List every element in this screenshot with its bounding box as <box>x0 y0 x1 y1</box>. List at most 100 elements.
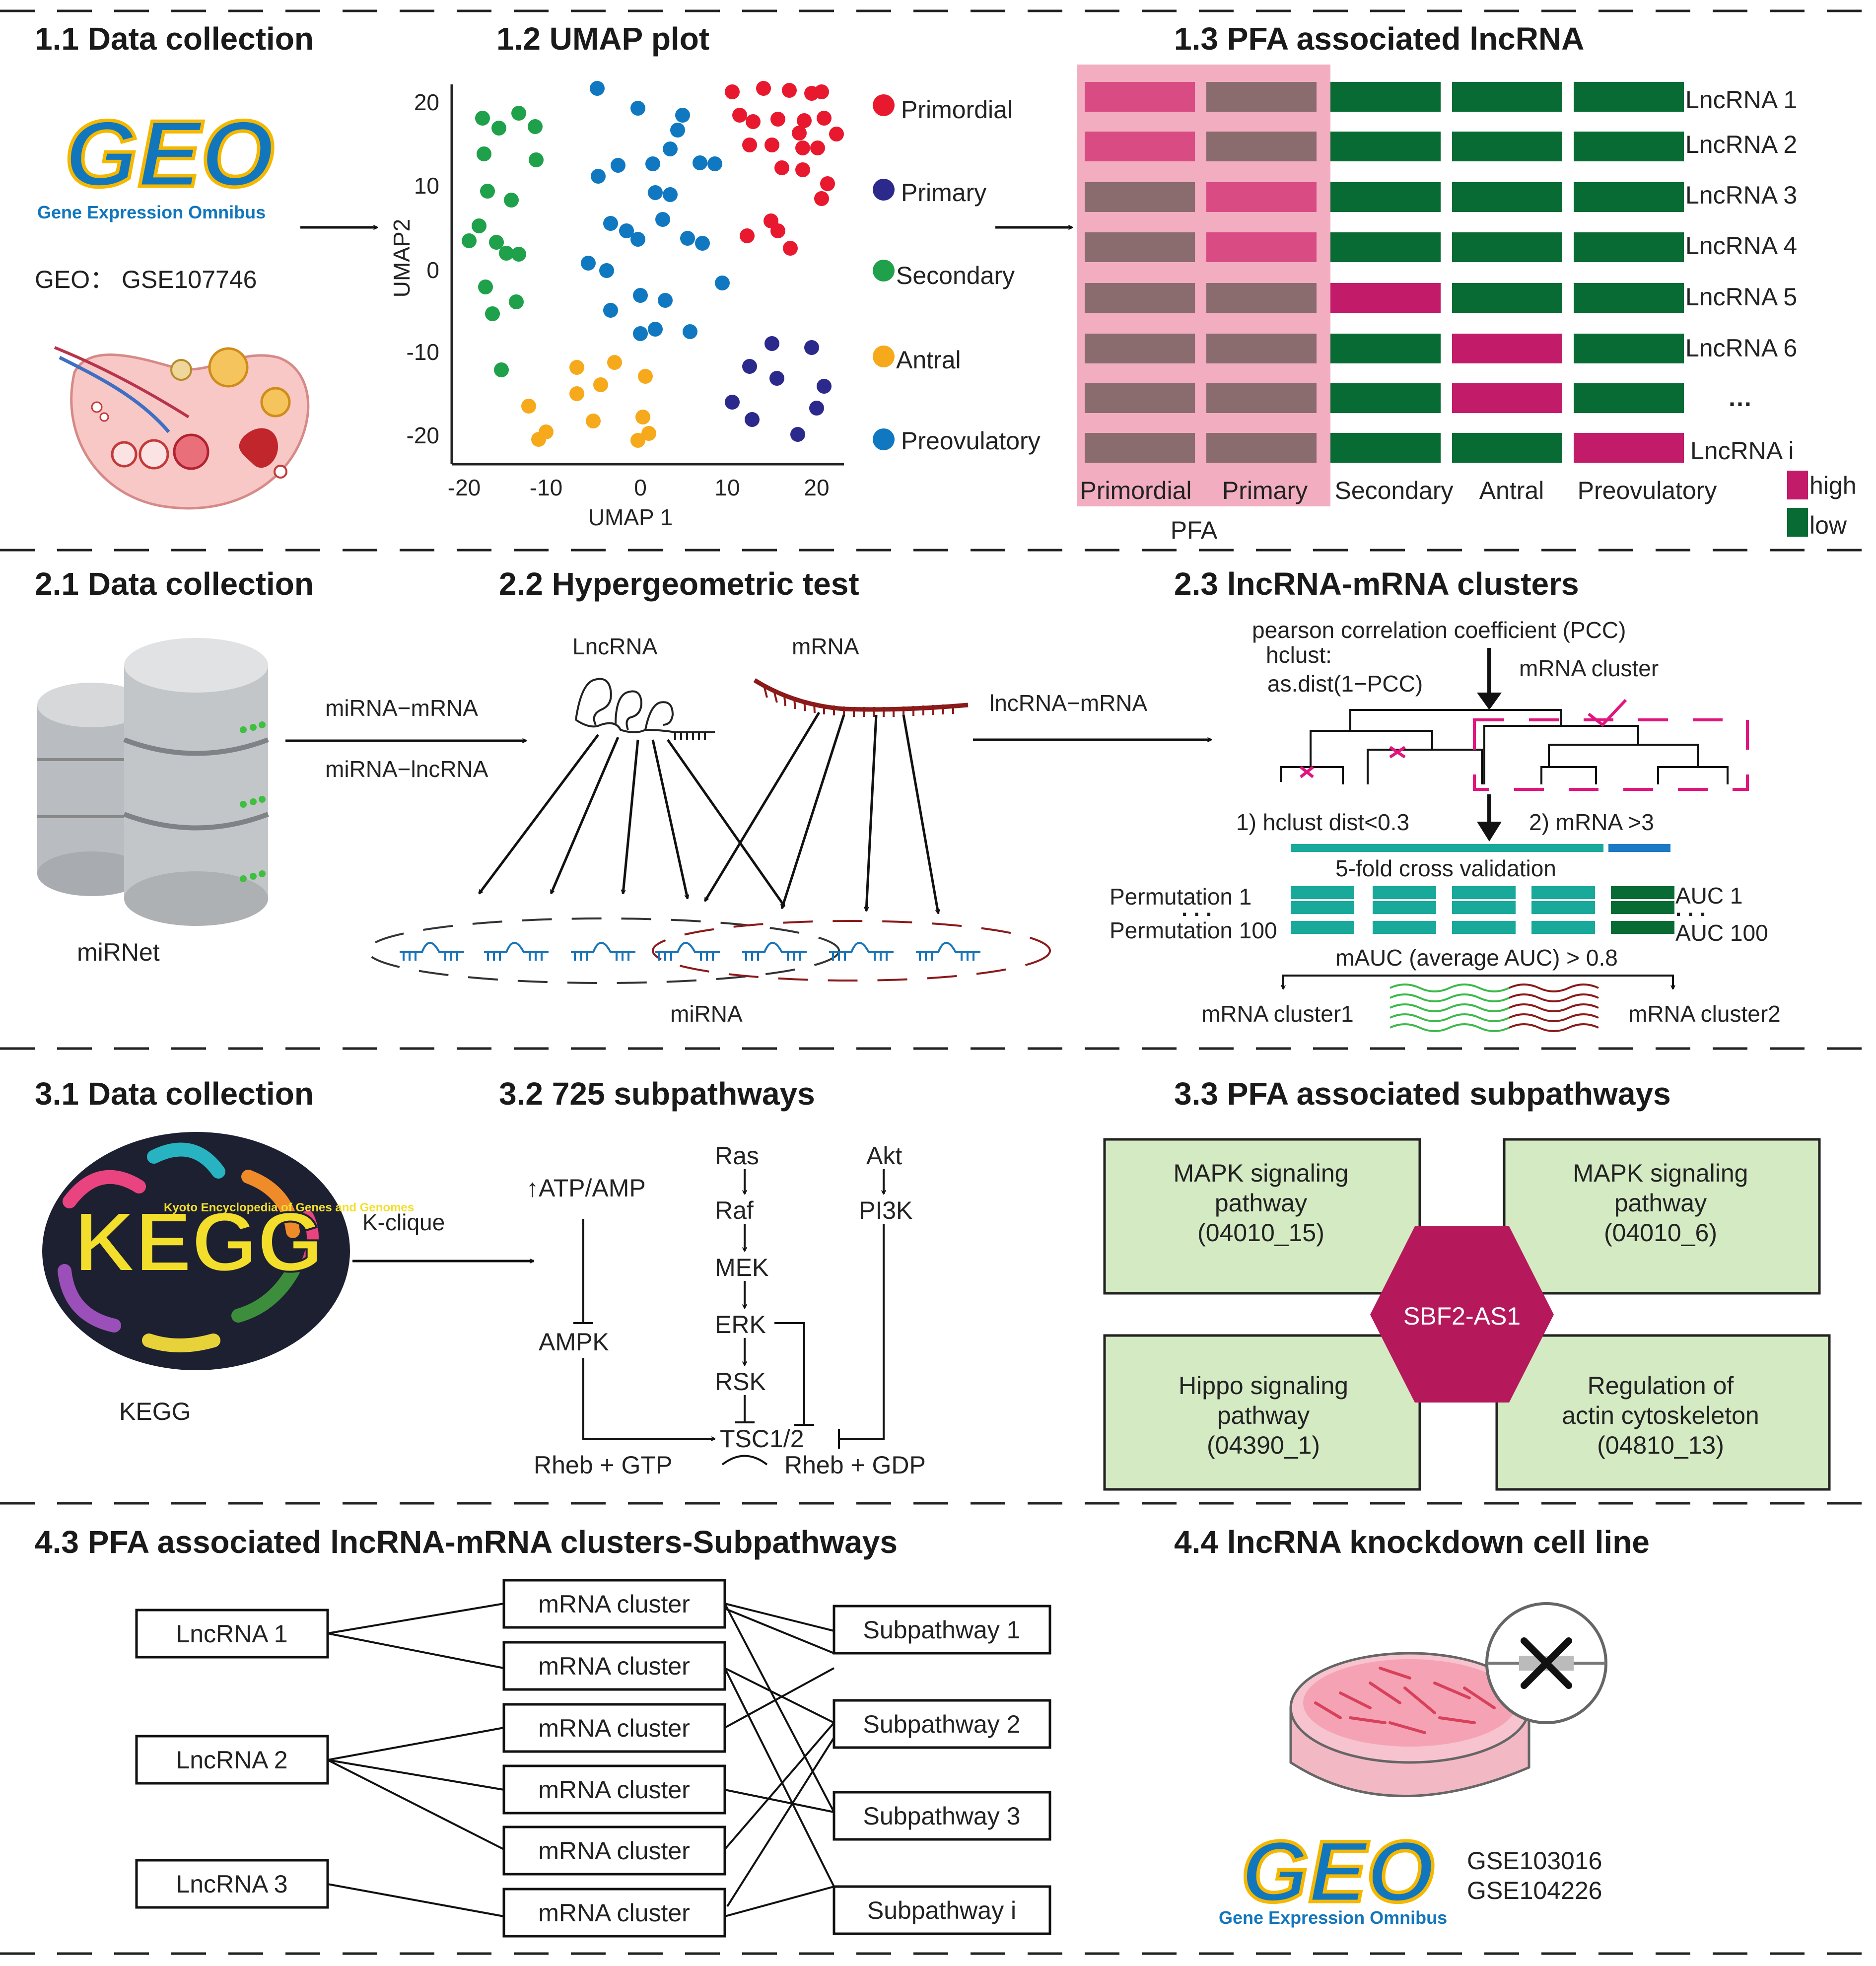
umap-point-preovulatory <box>683 324 697 339</box>
umap-point-antral <box>569 360 584 375</box>
umap-point-secondary <box>511 247 526 262</box>
umap-point-preovulatory <box>633 326 648 341</box>
lncrna-box-2 <box>135 1735 329 1785</box>
umap-legend: Primordial Primary Secondary Antral Preo… <box>873 94 1041 455</box>
mauc-bracket <box>1283 975 1673 989</box>
box3-line1: Hippo signaling <box>1179 1372 1348 1400</box>
node-ras: Ras <box>715 1142 759 1170</box>
cluster-box <box>502 1703 726 1753</box>
umap-point-primordial <box>770 112 785 127</box>
auc1-label: AUC 1 <box>1675 883 1742 909</box>
heatmap-cell <box>1206 433 1317 463</box>
umap-point-preovulatory <box>648 185 663 200</box>
subpathway-item <box>833 1605 1051 1655</box>
umap-point-primary <box>764 336 779 351</box>
cv-blocks <box>1291 886 1674 934</box>
mirna-groups <box>366 917 1051 984</box>
cluster-box <box>502 1641 726 1691</box>
cv-fold-block <box>1452 901 1516 914</box>
umap-point-preovulatory <box>581 256 596 271</box>
node-ampk: AMPK <box>539 1328 609 1356</box>
cv-fold-block <box>1611 921 1674 934</box>
heatmap-cell <box>1574 182 1684 212</box>
dendrogram <box>1280 709 1729 784</box>
umap-point-primordial <box>792 126 807 140</box>
umap-point-preovulatory <box>645 156 660 171</box>
up-arrow-icon: ↑ <box>526 1174 539 1202</box>
heatmap-cell <box>1574 433 1684 463</box>
kegg-label: KEGG <box>119 1398 191 1425</box>
umap-point-secondary <box>511 106 526 121</box>
umap-points <box>462 81 844 448</box>
heatmap-cell <box>1330 132 1441 161</box>
perm100-label: Permutation 100 <box>1110 917 1277 943</box>
heat-col-label: Secondary <box>1334 477 1453 504</box>
umap-yticks: 20 10 0 -10 -20 <box>407 89 439 448</box>
umap-point-primary <box>804 340 819 355</box>
legend-high-label: high <box>1809 472 1857 499</box>
umap-xtick: 10 <box>714 475 740 500</box>
heading-1-3: 1.3 PFA associated lncRNA <box>1174 21 1584 57</box>
mirna-icon <box>742 942 807 961</box>
legend-swatch-antral <box>873 346 895 367</box>
cv-fold-block <box>1611 886 1674 899</box>
cv-fold-block <box>1452 921 1516 934</box>
umap-point-primordial <box>782 83 797 98</box>
heatmap-cell <box>1206 334 1317 363</box>
heat-row-label: LncRNA 3 <box>1685 181 1797 209</box>
umap-point-preovulatory <box>663 187 678 202</box>
heatmap-cell <box>1452 232 1562 262</box>
cluster-box <box>502 1888 726 1938</box>
heat-row-label: LncRNA i <box>1690 437 1794 465</box>
kclique-label: K-clique <box>362 1209 445 1235</box>
auc100-label: AUC 100 <box>1675 920 1768 946</box>
cv-fold-block <box>1373 901 1436 914</box>
umap-point-antral <box>539 424 554 439</box>
subpathway-item-label: Subpathway 2 <box>863 1710 1021 1738</box>
umap-point-preovulatory <box>648 322 663 337</box>
heat-col-label: Antral <box>1479 477 1544 504</box>
mrna-label: mRNA <box>792 633 859 659</box>
cv-label: 5-fold cross validation <box>1335 855 1556 881</box>
node-tsc: TSC1/2 <box>720 1425 804 1453</box>
legend-high-swatch <box>1787 471 1808 499</box>
testing-bar <box>1608 844 1670 852</box>
perm1-label: Permutation 1 <box>1110 884 1251 910</box>
pfa-label: PFA <box>1171 516 1218 544</box>
mirna-icon <box>571 942 635 961</box>
cluster2-label: mRNA cluster2 <box>1628 1001 1781 1027</box>
section-3: 3.1 Data collection KEGG Kyoto Encyclope… <box>35 1076 1831 1491</box>
umap-xtick: -10 <box>530 475 562 500</box>
legend-swatch-primordial <box>873 94 895 116</box>
umap-point-preovulatory <box>603 303 618 318</box>
umap-point-preovulatory <box>633 288 648 303</box>
heat-row-label: LncRNA 4 <box>1685 232 1797 260</box>
umap-plot: -20 -10 0 10 20 20 10 0 -10 -20 UMAP 1 U… <box>389 81 1041 530</box>
umap-point-primordial <box>820 176 835 191</box>
cluster2-waves-icon <box>1509 983 1599 1032</box>
kegg-tagline: Kyoto Encyclopedia of Genes and Genomes <box>164 1201 414 1214</box>
subpathway-item-label: Subpathway 3 <box>863 1802 1021 1830</box>
umap-ytick: 0 <box>426 257 439 283</box>
umap-point-primary <box>745 412 760 427</box>
criterion-2: 2) mRNA >3 <box>1529 809 1654 835</box>
heading-2-2: 2.2 Hypergeometric test <box>499 566 859 602</box>
node-mek: MEK <box>715 1254 768 1281</box>
subpathway-box-3 <box>1103 1334 1421 1491</box>
section-2: 2.1 Data collection miRNet miR <box>35 566 1781 1032</box>
umap-ylabel: UMAP2 <box>389 219 415 297</box>
mirna-icon <box>655 942 720 961</box>
umap-point-secondary <box>485 306 500 321</box>
arrow-label-lncrna-mrna: lncRNA−mRNA <box>989 690 1148 716</box>
umap-point-preovulatory <box>670 123 685 138</box>
subpathway-boxes: MAPK signaling pathway (04010_15) MAPK s… <box>1103 1138 1831 1491</box>
heatmap-cell <box>1452 82 1562 112</box>
heatmap-cell <box>1452 334 1562 363</box>
cv-fold-block <box>1291 886 1354 899</box>
heatmap-cell <box>1330 232 1441 262</box>
umap-point-primordial <box>829 127 844 141</box>
heading-4-4: 4.4 lncRNA knockdown cell line <box>1174 1524 1650 1560</box>
lncrna-heatmap: LncRNA 1 LncRNA 2 LncRNA 3 LncRNA 4 LncR… <box>1077 65 1857 544</box>
heatmap-cell <box>1452 132 1562 161</box>
umap-point-antral <box>635 410 650 424</box>
